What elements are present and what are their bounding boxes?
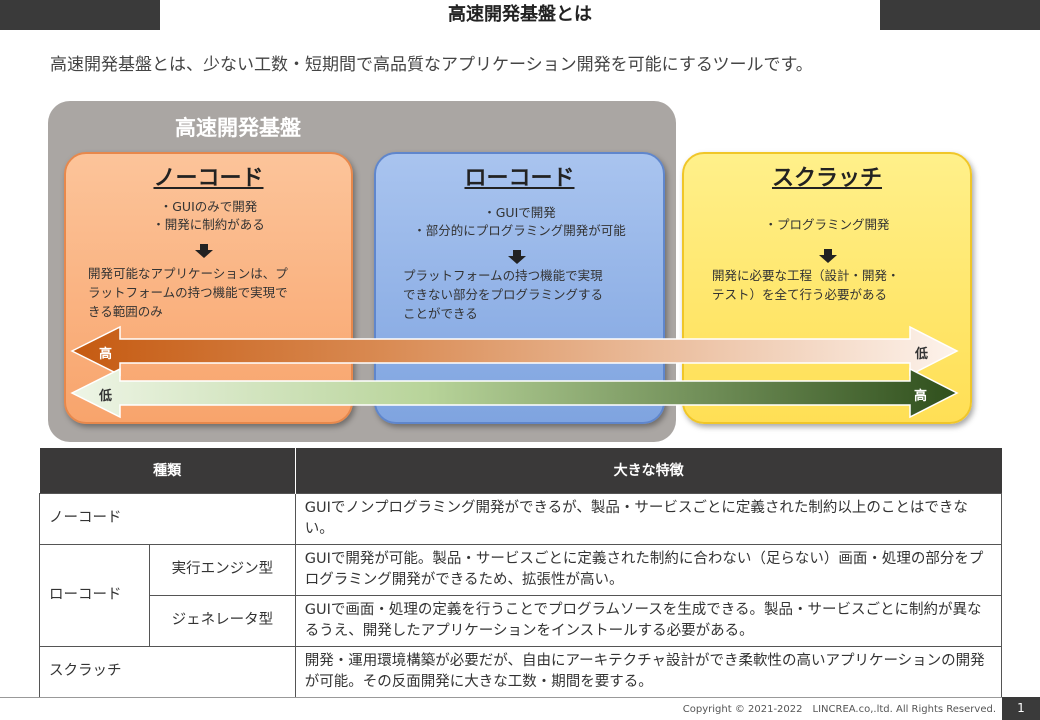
nocode-card-title: ノーコード: [153, 166, 264, 191]
arrow1-right-label: 低: [915, 347, 929, 362]
scratch-desc: 開発に必要な工程（設計・開発・ テスト）を全て行う必要がある: [712, 268, 900, 302]
table-row: ジェネレータ型 GUIで画面・処理の定義を行うことでプログラムソースを生成できる…: [40, 594, 1003, 647]
page-title: 高速開発基盤とは: [448, 4, 592, 25]
header-bar-left: [0, 0, 160, 30]
footer-divider: [0, 697, 1040, 698]
table-cell-type: ノーコード: [39, 492, 296, 545]
table-header-row: 種類 大きな特徴: [39, 448, 1002, 493]
table-cell-desc: GUIで開発が可能。製品・サービスごとに定義された制約に合わない（足らない）画面…: [294, 543, 1003, 596]
bullet: ・部分的にプログラミング開発が可能: [413, 223, 626, 238]
down-arrow-icon: [819, 249, 837, 263]
down-arrow-icon: [195, 244, 213, 258]
table-cell-desc: GUIでノンプログラミング開発ができるが、製品・サービスごとに定義された制約以上…: [294, 492, 1003, 545]
copyright: Copyright © 2021-2022 LINCREA.co,.ltd. A…: [682, 704, 996, 715]
table-cell-subtype: ジェネレータ型: [148, 594, 296, 647]
cost-arrow: [70, 325, 959, 377]
platform-title: 高速開発基盤: [175, 116, 301, 140]
flexibility-arrow: [70, 367, 959, 419]
feature-table: 種類 大きな特徴 ノーコード GUIでノンプログラミング開発ができるが、製品・サ…: [39, 448, 1003, 698]
page-number: 1: [1002, 697, 1040, 720]
table-header-type: 種類: [39, 448, 296, 493]
bullet: ・プログラミング開発: [764, 217, 890, 232]
down-arrow-icon: [508, 250, 526, 264]
page-subtitle: 高速開発基盤とは、少ない工数・短期間で高品質なアプリケーション開発を可能にするツ…: [50, 55, 813, 75]
arrow2-left-label: 低: [99, 389, 113, 404]
table-row: スクラッチ 開発・運用環境構築が必要だが、自由にアーキテクチャ設計ができ柔軟性の…: [39, 645, 1003, 698]
table-cell-subtype: 実行エンジン型: [148, 543, 296, 596]
table-row: ローコード 実行エンジン型 GUIで開発が可能。製品・サービスごとに定義された制…: [39, 543, 1003, 647]
table-row: ノーコード GUIでノンプログラミング開発ができるが、製品・サービスごとに定義さ…: [39, 492, 1003, 545]
table-cell-type: ローコード: [39, 543, 150, 647]
arrow1-left-label: 高: [99, 347, 113, 362]
table-cell-type: スクラッチ: [39, 645, 296, 698]
nocode-desc: 開発可能なアプリケーションは、プ ラットフォームの持つ機能で実現で きる範囲のみ: [88, 266, 288, 319]
scratch-card-title: スクラッチ: [771, 166, 882, 191]
lowcode-desc: プラットフォームの持つ機能で実現 できない部分をプログラミングする ことができる: [403, 268, 604, 321]
table-header-feature: 大きな特徴: [295, 448, 1002, 493]
bullet: ・開発に制約がある: [152, 217, 265, 232]
scratch-bullets: ・プログラミング開発: [684, 216, 970, 234]
table-cell-desc: GUIで画面・処理の定義を行うことでプログラムソースを生成できる。製品・サービス…: [294, 594, 1003, 647]
lowcode-card: ローコード ・GUIで開発 ・部分的にプログラミング開発が可能 プラットフォーム…: [374, 152, 665, 424]
bullet: ・GUIで開発: [483, 205, 556, 220]
table-cell-desc: 開発・運用環境構築が必要だが、自由にアーキテクチャ設計ができ柔軟性の高いアプリケ…: [294, 645, 1003, 698]
bullet: ・GUIのみで開発: [159, 199, 258, 214]
lowcode-card-title: ローコード: [464, 166, 575, 191]
arrow2-right-label: 高: [914, 389, 928, 404]
lowcode-bullets: ・GUIで開発 ・部分的にプログラミング開発が可能: [376, 204, 663, 240]
header-bar-right: [880, 0, 1040, 30]
nocode-bullets: ・GUIのみで開発 ・開発に制約がある: [66, 198, 351, 234]
